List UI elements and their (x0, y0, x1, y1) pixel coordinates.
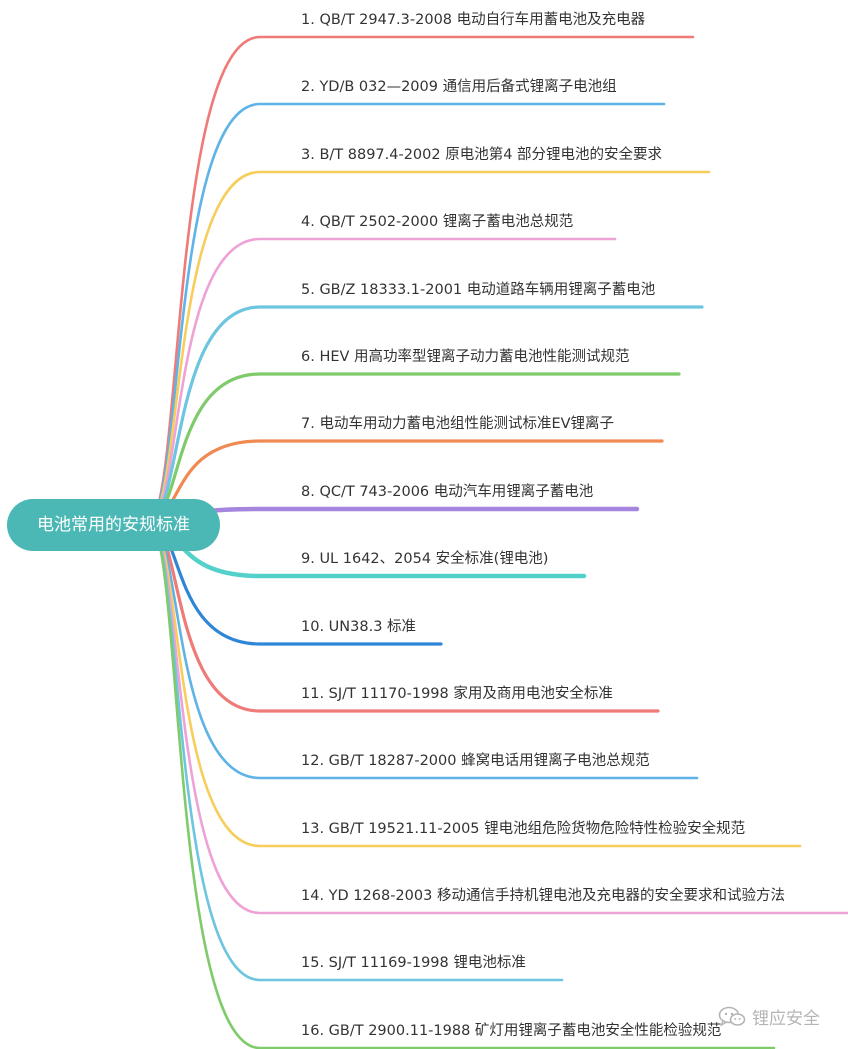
branch-connector (150, 519, 776, 1049)
branch-label-10[interactable]: 10. UN38.3 标准 (301, 619, 417, 635)
watermark: 锂应安全 (718, 1004, 820, 1029)
branch-label-11[interactable]: 11. SJ/T 11170-1998 家用及商用电池安全标准 (301, 686, 613, 702)
branch-label-6[interactable]: 6. HEV 用高功率型锂离子动力蓄电池性能测试规范 (301, 349, 630, 365)
branch-label-9[interactable]: 9. UL 1642、2054 安全标准(锂电池) (301, 551, 549, 567)
branch-label-12[interactable]: 12. GB/T 18287-2000 蜂窝电话用锂离子电池总规范 (301, 753, 650, 769)
branch-label-5[interactable]: 5. GB/Z 18333.1-2001 电动道路车辆用锂离子蓄电池 (301, 282, 656, 298)
branch-connector (150, 170, 711, 523)
branch-label-3[interactable]: 3. B/T 8897.4-2002 原电池第4 部分锂电池的安全要求 (301, 147, 663, 163)
branch-label-16[interactable]: 16. GB/T 2900.11-1988 矿灯用锂离子蓄电池安全性能检验规范 (301, 1023, 722, 1039)
branch-connector (150, 35, 695, 523)
branch-label-2[interactable]: 2. YD/B 032—2009 通信用后备式锂离子电池组 (301, 79, 617, 95)
branch-connector (150, 519, 802, 848)
branch-connector (149, 506, 640, 524)
branch-label-13[interactable]: 13. GB/T 19521.11-2005 锂电池组危险货物危险特性检验安全规… (301, 821, 746, 837)
branch-connector (150, 102, 666, 523)
branch-connector (150, 237, 617, 523)
wechat-icon (718, 1006, 746, 1027)
branch-connector (150, 519, 848, 915)
branch-label-1[interactable]: 1. QB/T 2947.3-2008 电动自行车用蓄电池及充电器 (301, 12, 646, 28)
root-node[interactable]: 电池常用的安规标准 (7, 499, 220, 551)
watermark-text: 锂应安全 (752, 1009, 820, 1029)
branch-label-4[interactable]: 4. QB/T 2502-2000 锂离子蓄电池总规范 (301, 214, 574, 230)
branch-label-8[interactable]: 8. QC/T 743-2006 电动汽车用锂离子蓄电池 (301, 484, 594, 500)
branch-label-14[interactable]: 14. YD 1268-2003 移动通信手持机锂电池及充电器的安全要求和试验方… (301, 888, 785, 904)
branch-connector (150, 519, 564, 982)
branch-label-15[interactable]: 15. SJ/T 11169-1998 锂电池标准 (301, 955, 526, 971)
branch-label-7[interactable]: 7. 电动车用动力蓄电池组性能测试标准EV锂离子 (301, 416, 615, 432)
